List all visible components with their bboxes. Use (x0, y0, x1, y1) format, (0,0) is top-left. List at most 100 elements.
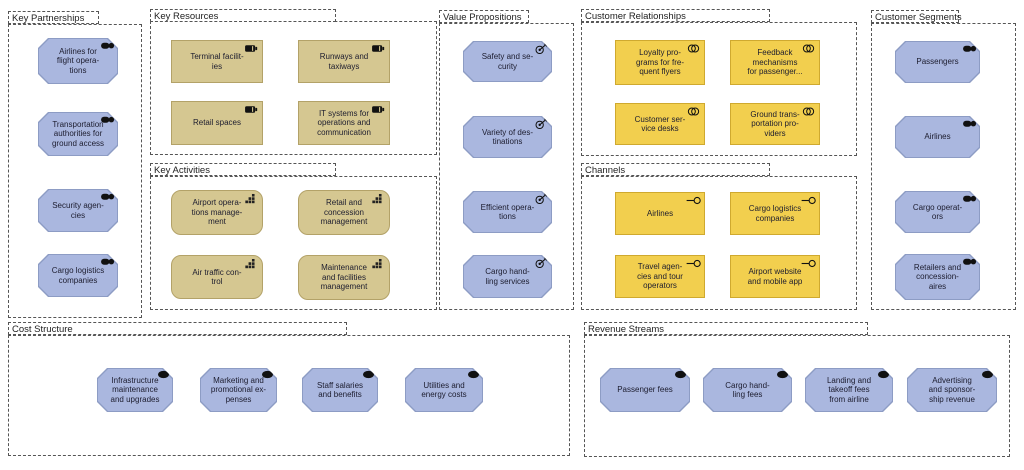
group-tab-revenue-streams[interactable]: Revenue Streams (584, 322, 868, 335)
node-it-systems[interactable]: IT systems for operations and communicat… (298, 101, 390, 145)
group-label: Key Activities (154, 165, 210, 176)
node-runways-taxiways[interactable]: Runways and taxiways (298, 40, 390, 83)
node-label: Cargo logistics companies (748, 204, 802, 223)
node-label: Airport opera- tions manage- ment (191, 198, 243, 227)
group-body-cost-structure (8, 335, 570, 456)
group-label: Revenue Streams (588, 324, 665, 335)
node-safety-security[interactable]: Safety and se- curity (463, 41, 552, 82)
group-tab-value-propositions[interactable]: Value Propositions (439, 10, 529, 23)
group-label: Key Partnerships (12, 13, 85, 24)
node-terminal-facilities[interactable]: Terminal facilit- ies (171, 40, 263, 83)
group-label: Channels (585, 165, 626, 176)
node-security-agencies[interactable]: Security agen- cies (38, 189, 118, 232)
node-label: Marketing and promotional ex- penses (210, 375, 267, 404)
capability-icon (244, 193, 259, 204)
group-body-key-partnerships (8, 24, 142, 318)
interface-icon (686, 258, 701, 269)
node-label: Security agen- cies (52, 201, 104, 220)
group-tab-customer-segments[interactable]: Customer Segments (871, 10, 962, 23)
node-label: Cargo hand- ling services (485, 267, 530, 286)
node-airport-website-app[interactable]: Airport website and mobile app (730, 255, 820, 298)
group-body-customer-segments (871, 23, 1016, 310)
node-passenger-fees[interactable]: Passenger fees (600, 368, 690, 412)
node-label: Runways and taxiways (319, 52, 369, 71)
node-label: Loyalty pro- grams for fre- quent flyers (635, 48, 684, 77)
node-label: Passengers (916, 57, 959, 67)
node-label: Airlines for flight opera- tions (56, 46, 100, 75)
node-label: Infrastructure maintenance and upgrades (110, 375, 160, 404)
node-segment-airlines[interactable]: Airlines (895, 116, 980, 158)
group-body-revenue-streams (584, 335, 1010, 457)
node-label: Cargo hand- ling fees (725, 380, 770, 399)
node-label: Airlines (924, 132, 951, 142)
node-efficient-operations[interactable]: Efficient opera- tions (463, 191, 552, 233)
node-label: Utilities and energy costs (421, 380, 467, 399)
interaction-icon (801, 106, 816, 117)
group-body-channels (581, 176, 857, 310)
node-label: Travel agen- cies and tour operators (637, 262, 683, 291)
node-label: Retailers and concession- aires (913, 262, 962, 291)
capability-icon (371, 258, 386, 269)
node-airport-operations-management[interactable]: Airport opera- tions manage- ment (171, 190, 263, 235)
node-label: Maintenance and facilities management (320, 263, 368, 292)
group-label: Cost Structure (12, 324, 73, 335)
node-channel-airlines[interactable]: Airlines (615, 192, 705, 235)
node-label: Cargo operat- ors (912, 202, 963, 221)
node-staff-salaries[interactable]: Staff salaries and benefits (302, 368, 378, 412)
node-maintenance-facilities-management[interactable]: Maintenance and facilities management (298, 255, 390, 300)
node-travel-agencies[interactable]: Travel agen- cies and tour operators (615, 255, 705, 298)
node-retail-spaces[interactable]: Retail spaces (171, 101, 263, 145)
group-label: Customer Segments (875, 12, 962, 23)
node-label: Passenger fees (617, 385, 673, 395)
group-tab-key-partnerships[interactable]: Key Partnerships (8, 11, 99, 24)
node-retailers-concessionaires[interactable]: Retailers and concession- aires (895, 254, 980, 300)
node-cargo-handling-services[interactable]: Cargo hand- ling services (463, 255, 552, 298)
node-cargo-operators[interactable]: Cargo operat- ors (895, 191, 980, 233)
node-ground-transportation-providers[interactable]: Ground trans- portation pro- viders (730, 103, 820, 145)
node-label: Feedback mechanisms for passenger... (747, 48, 803, 77)
node-label: Air traffic con- trol (192, 267, 242, 286)
group-tab-channels[interactable]: Channels (581, 163, 770, 176)
node-label: Efficient opera- tions (480, 202, 535, 221)
node-utilities-energy[interactable]: Utilities and energy costs (405, 368, 483, 412)
capability-icon (371, 193, 386, 204)
group-tab-key-resources[interactable]: Key Resources (150, 9, 336, 22)
resource-icon (371, 43, 386, 54)
node-label: Landing and takeoff fees from airline (826, 375, 872, 404)
node-variety-destinations[interactable]: Variety of des- tinations (463, 116, 552, 158)
node-marketing-expenses[interactable]: Marketing and promotional ex- penses (200, 368, 277, 412)
node-passengers[interactable]: Passengers (895, 41, 980, 83)
group-tab-key-activities[interactable]: Key Activities (150, 163, 336, 176)
node-airlines-flight-operations[interactable]: Airlines for flight opera- tions (38, 38, 118, 84)
interface-icon (686, 195, 701, 206)
group-body-value-propositions (439, 23, 574, 310)
node-advertising-sponsorship[interactable]: Advertising and sponsor- ship revenue (907, 368, 997, 412)
node-transportation-authorities[interactable]: Transportation authorities for ground ac… (38, 112, 118, 156)
node-label: Airport website and mobile app (747, 267, 803, 286)
node-label: Terminal facilit- ies (190, 52, 244, 71)
node-infrastructure-maintenance[interactable]: Infrastructure maintenance and upgrades (97, 368, 173, 412)
interaction-icon (686, 43, 701, 54)
node-label: Retail spaces (192, 118, 242, 128)
node-cargo-logistics-partners[interactable]: Cargo logistics companies (38, 254, 118, 297)
node-loyalty-programs[interactable]: Loyalty pro- grams for fre- quent flyers (615, 40, 705, 85)
node-retail-concession-management[interactable]: Retail and concession management (298, 190, 390, 235)
node-label: Customer ser- vice desks (634, 114, 686, 133)
group-label: Value Propositions (443, 12, 522, 23)
node-channel-cargo-logistics[interactable]: Cargo logistics companies (730, 192, 820, 235)
capability-icon (244, 258, 259, 269)
resource-icon (244, 104, 259, 115)
node-cargo-handling-fees[interactable]: Cargo hand- ling fees (703, 368, 792, 412)
node-landing-takeoff-fees[interactable]: Landing and takeoff fees from airline (805, 368, 893, 412)
node-label: Transportation authorities for ground ac… (51, 119, 105, 148)
node-label: Safety and se- curity (481, 52, 534, 71)
node-air-traffic-control[interactable]: Air traffic con- trol (171, 255, 263, 299)
node-feedback-mechanisms[interactable]: Feedback mechanisms for passenger... (730, 40, 820, 85)
group-label: Key Resources (154, 11, 219, 22)
node-label: IT systems for operations and communicat… (317, 108, 371, 137)
group-tab-customer-relationships[interactable]: Customer Relationships (581, 9, 770, 22)
group-tab-cost-structure[interactable]: Cost Structure (8, 322, 347, 335)
group-body-customer-relationships (581, 22, 857, 156)
node-customer-service-desks[interactable]: Customer ser- vice desks (615, 103, 705, 145)
